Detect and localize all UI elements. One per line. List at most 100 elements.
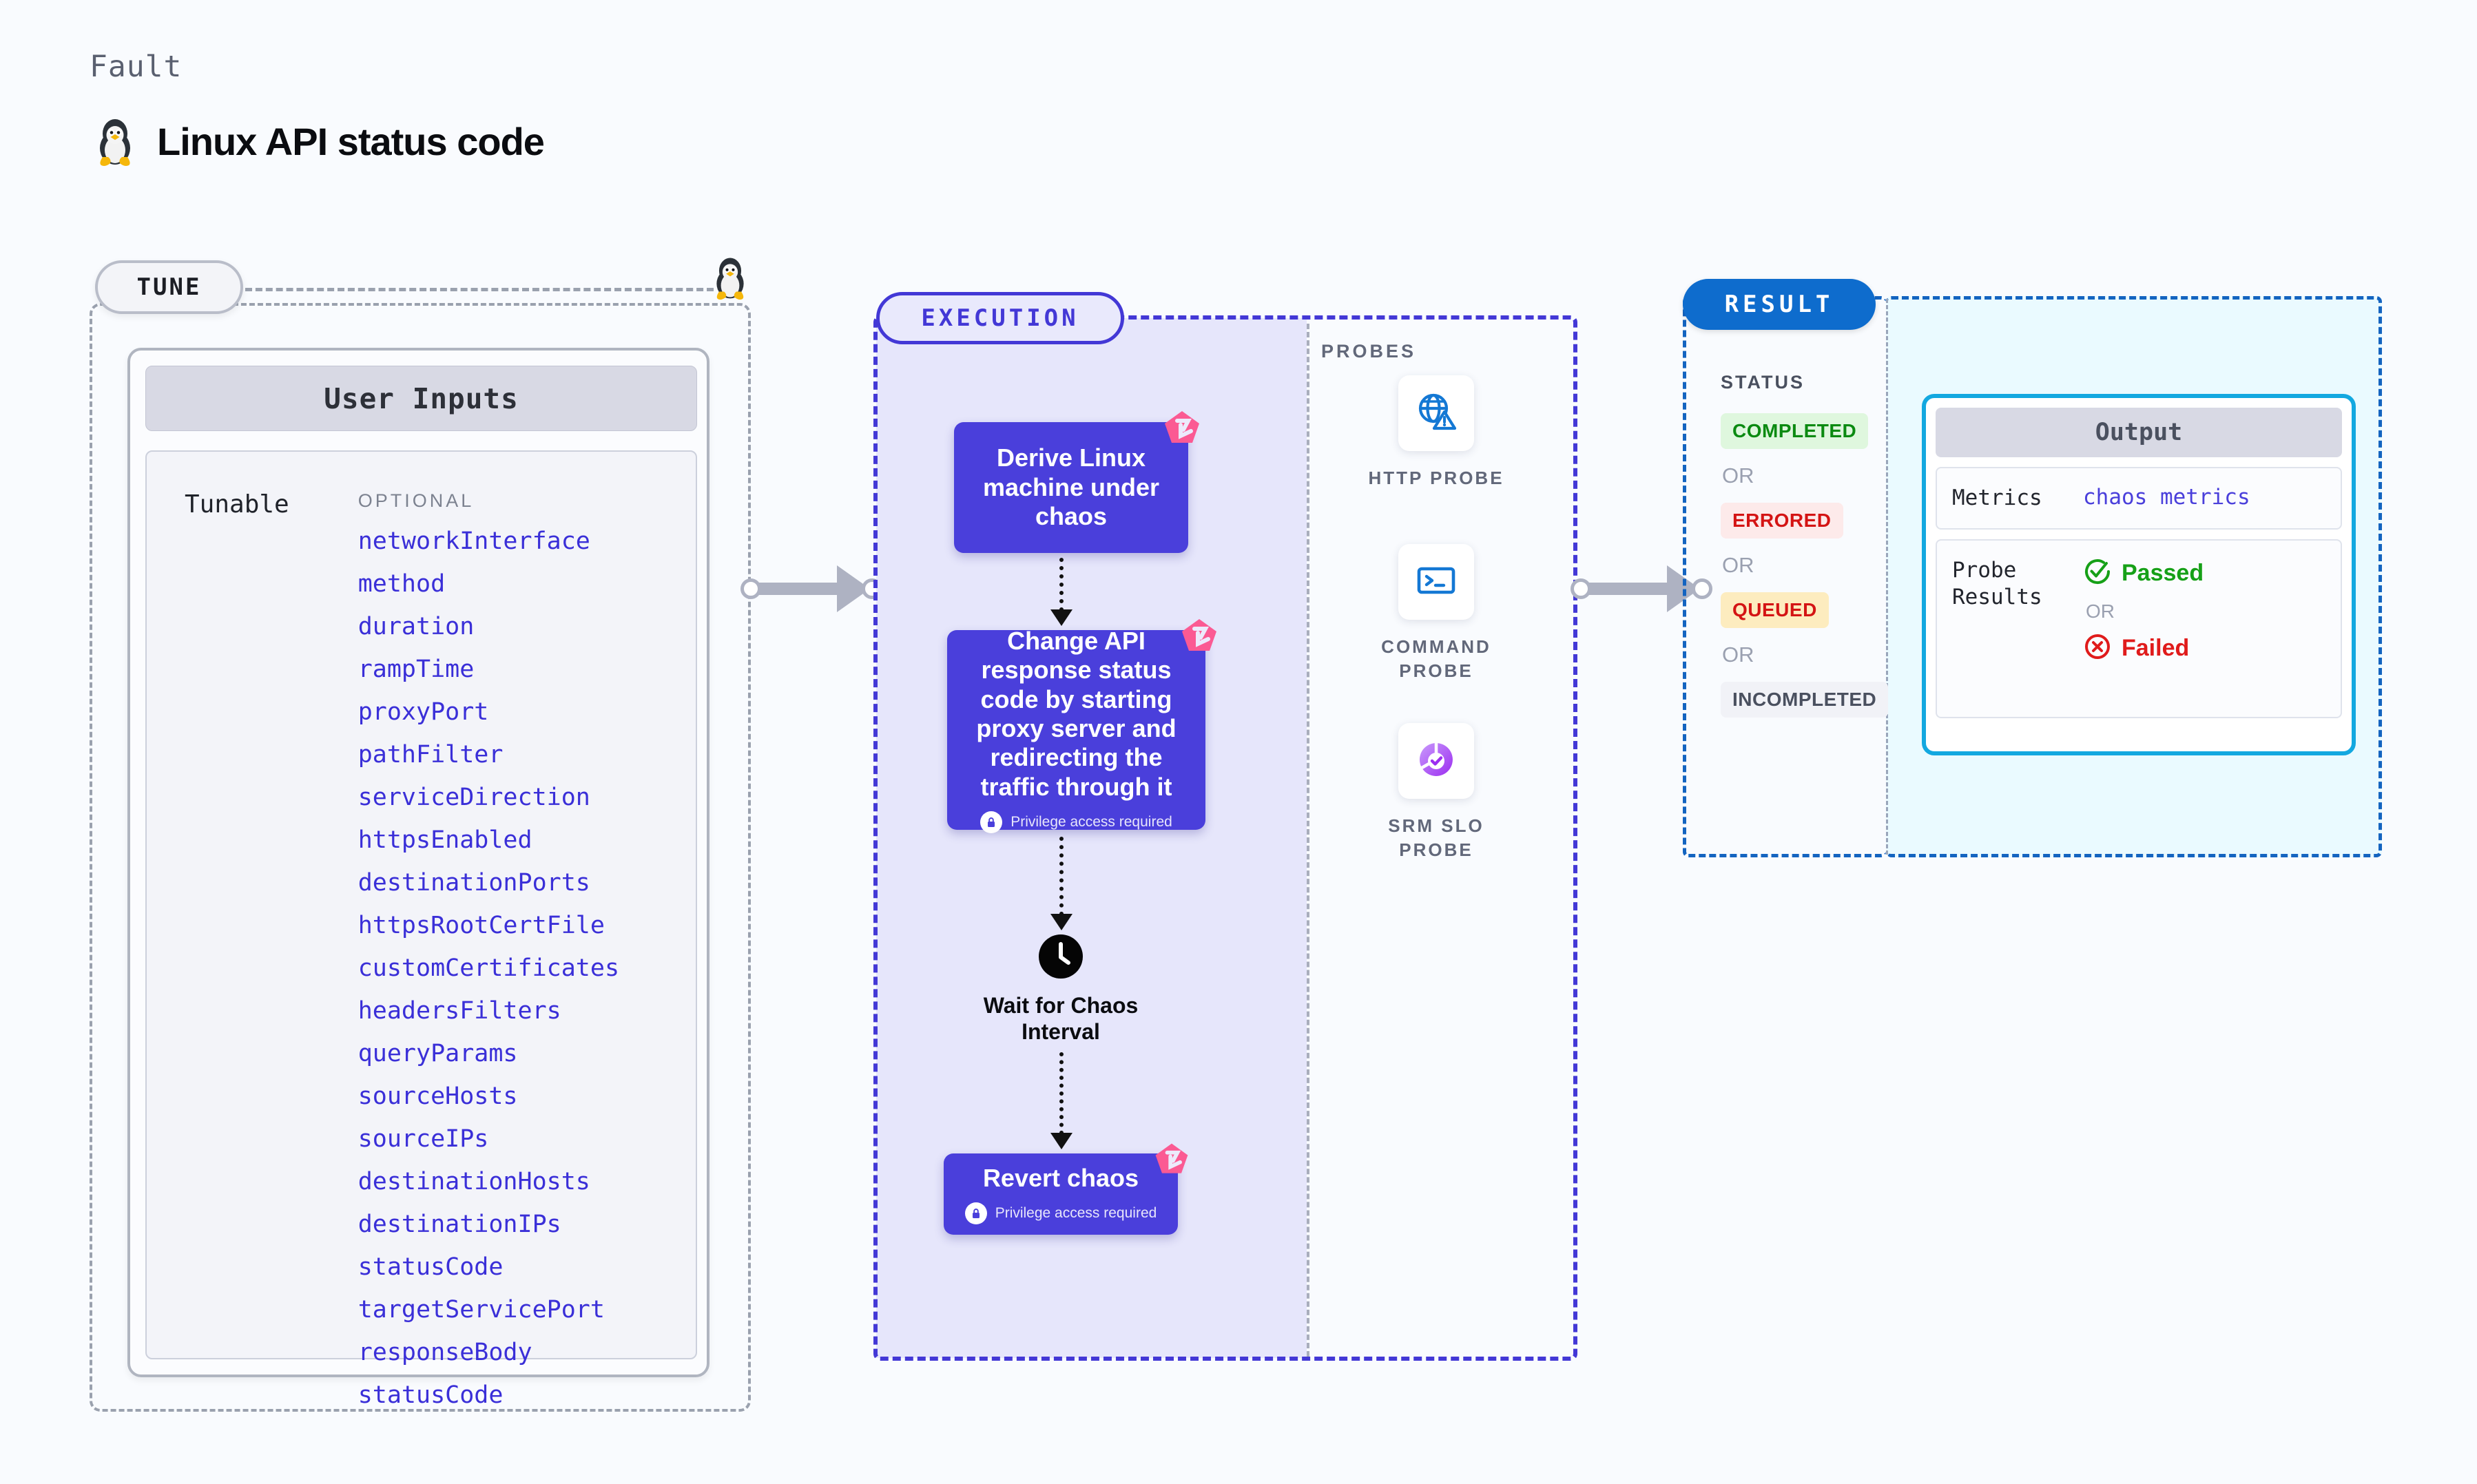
x-circle-icon	[2083, 632, 2112, 665]
wait-label: Wait for Chaos Interval	[983, 993, 1139, 1044]
arrow-step1-to-step2	[1059, 558, 1064, 612]
connector-line	[750, 583, 847, 595]
tunable-item[interactable]: proxyPort	[357, 698, 489, 726]
globe-warning-icon	[1413, 388, 1460, 439]
linux-penguin-icon	[711, 255, 749, 300]
tunable-item[interactable]: headersFilters	[357, 997, 561, 1025]
output-title: Output	[2095, 419, 2183, 446]
status-badge: COMPLETED	[1721, 413, 1869, 449]
tunable-item[interactable]: duration	[357, 613, 475, 640]
probe-tile	[1398, 544, 1474, 620]
tunable-item-list: OPTIONAL networkInterface method duration r…	[289, 452, 620, 1408]
tunable-item[interactable]: rampTime	[357, 656, 475, 683]
tunable-item[interactable]: customCertificates	[357, 954, 620, 982]
tunable-item[interactable]: method	[357, 570, 446, 598]
arrow-head-wait	[1050, 1133, 1072, 1149]
status-or-label: OR	[1722, 642, 1754, 667]
output-card: Output Metrics chaos metrics Probe Resul…	[1922, 394, 2356, 755]
connector-line	[1580, 583, 1677, 595]
tunable-item[interactable]: destinationHosts	[357, 1168, 590, 1195]
tune-container	[90, 303, 751, 1412]
probe-label: SRM SLO PROBE	[1388, 815, 1484, 861]
tunable-item[interactable]: responseBody	[357, 1339, 532, 1366]
probe-results-values: Passed OR Failed	[2083, 557, 2204, 665]
tune-badge-label: TUNE	[136, 273, 202, 301]
metrics-value[interactable]: chaos metrics	[2083, 485, 2250, 510]
check-circle-icon	[2083, 557, 2112, 589]
terminal-icon	[1413, 558, 1459, 607]
lock-icon	[980, 811, 1003, 834]
execution-step-derive[interactable]: Derive Linux machine under chaos	[954, 411, 1199, 553]
result-badge[interactable]: RESULT	[1683, 279, 1876, 330]
probe-command[interactable]: COMMAND PROBE	[1350, 544, 1522, 683]
output-header: Output	[1936, 408, 2342, 457]
probe-tile	[1398, 723, 1474, 799]
tunable-item[interactable]: targetServicePort	[357, 1296, 605, 1324]
wait-for-chaos-interval: Wait for Chaos Interval	[975, 933, 1147, 1045]
execution-container	[873, 315, 1577, 1361]
step-title: Derive Linux machine under chaos	[982, 443, 1160, 531]
user-inputs-title: User Inputs	[324, 382, 519, 415]
step-title: Change API response status code by start…	[976, 626, 1177, 801]
probe-srm-slo[interactable]: SRM SLO PROBE	[1350, 723, 1522, 862]
user-inputs-header: User Inputs	[145, 366, 697, 431]
tunable-item[interactable]: destinationIPs	[357, 1211, 561, 1238]
probe-label: HTTP PROBE	[1368, 468, 1504, 488]
fault-label: Fault	[90, 50, 183, 84]
connector-dot-start	[740, 578, 761, 599]
arrow-head-step2	[1050, 914, 1072, 930]
output-row-probe-results: Probe Results Passed OR	[1936, 539, 2342, 718]
execution-badge[interactable]: EXECUTION	[876, 292, 1124, 344]
tunable-item[interactable]: statusCode	[357, 1253, 504, 1281]
status-or-label: OR	[1722, 463, 1754, 488]
failed-label: Failed	[2122, 634, 2190, 661]
probe-result-failed: Failed	[2083, 632, 2204, 665]
execution-step-change-api[interactable]: Change API response status code by start…	[947, 619, 1216, 834]
tune-connector-line	[245, 288, 714, 291]
output-row-metrics: Metrics chaos metrics	[1936, 467, 2342, 530]
user-inputs-card: User Inputs Tunable OPTIONAL networkInte…	[127, 348, 709, 1408]
probe-results-key: Probe Results	[1952, 557, 2042, 609]
srm-slo-icon	[1413, 737, 1459, 786]
tunable-item[interactable]: httpsEnabled	[357, 826, 532, 854]
tunable-item[interactable]: httpsRootCertFile	[357, 912, 605, 939]
tune-badge[interactable]: TUNE	[95, 260, 243, 314]
probes-label: PROBES	[1321, 341, 1417, 362]
probe-http[interactable]: HTTP PROBE	[1350, 375, 1522, 490]
arrow-wait-to-revert	[1059, 1052, 1064, 1135]
tunable-item[interactable]: pathFilter	[357, 741, 504, 769]
probe-or-label: OR	[2086, 600, 2115, 622]
metrics-key: Metrics	[1952, 485, 2042, 510]
optional-section-label: OPTIONAL	[357, 490, 475, 511]
result-inner-divider	[1886, 299, 1888, 855]
arrow-head-step1	[1050, 609, 1072, 626]
tunable-item[interactable]: sourceHosts	[357, 1083, 518, 1110]
tunable-item[interactable]: statusCode	[357, 1381, 504, 1409]
arrow-step2-to-wait	[1059, 837, 1064, 916]
probe-label: COMMAND PROBE	[1381, 636, 1491, 682]
tunable-item[interactable]: serviceDirection	[357, 784, 590, 811]
connector-tune-to-execution	[740, 565, 882, 613]
status-badge: QUEUED	[1721, 592, 1829, 628]
page-title: Linux API status code	[157, 119, 545, 163]
execution-badge-label: EXECUTION	[921, 304, 1079, 332]
tunable-item[interactable]: destinationPorts	[357, 869, 590, 897]
tunable-item[interactable]: queryParams	[357, 1040, 518, 1067]
probes-divider	[1307, 324, 1309, 1357]
result-badge-label: RESULT	[1724, 291, 1834, 318]
tunable-item[interactable]: sourceIPs	[357, 1125, 489, 1153]
lock-icon	[964, 1202, 987, 1225]
linux-penguin-icon	[94, 116, 136, 167]
execution-step-revert[interactable]: Revert chaos Privilege access required	[944, 1143, 1188, 1235]
status-label: STATUS	[1721, 372, 1805, 393]
tunable-group-label: Tunable	[185, 490, 289, 519]
status-or-label: OR	[1722, 553, 1754, 577]
privilege-row: Privilege access required	[964, 1202, 1157, 1225]
tunable-item[interactable]: networkInterface	[357, 527, 590, 555]
probe-result-passed: Passed	[2083, 557, 2204, 589]
litmus-chaos-icon	[1178, 615, 1221, 661]
page-title-row: Linux API status code	[94, 116, 545, 167]
probe-tile	[1398, 375, 1474, 451]
privilege-text: Privilege access required	[995, 1205, 1157, 1222]
